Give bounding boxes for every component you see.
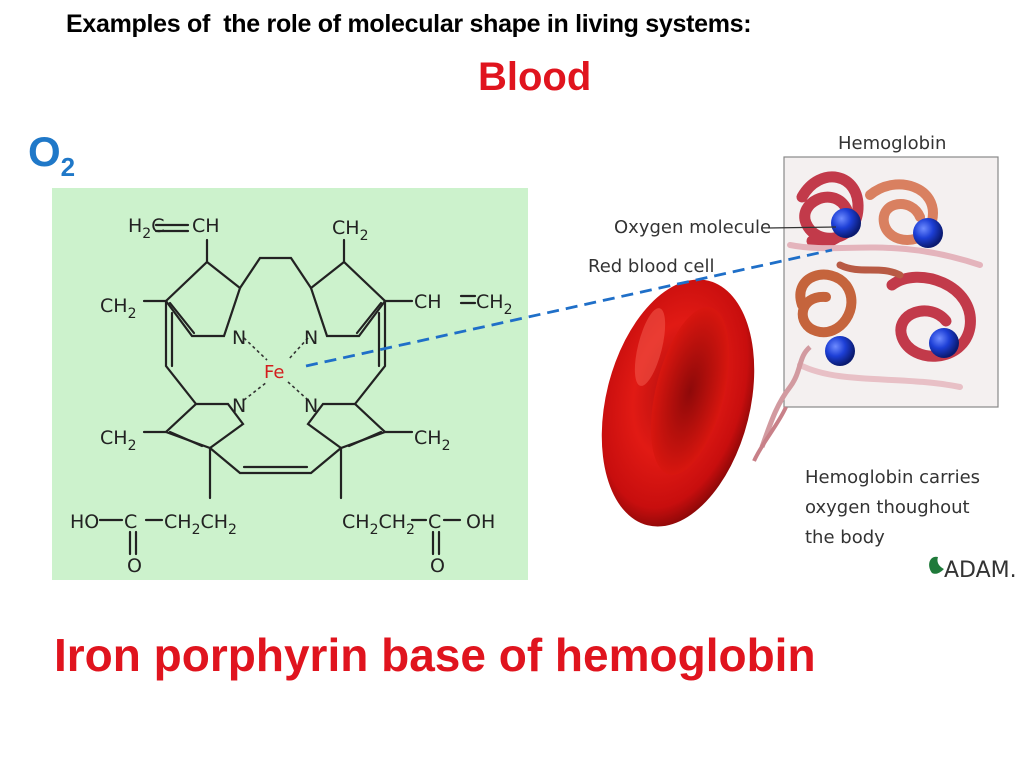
struct-label-fe: Fe [264,362,284,383]
hemoglobin-carries-line2: oxygen thoughout [805,497,970,518]
hemoglobin-illustration-svg: Hemoglobin Oxygen molecule Red blood cel… [540,125,1024,585]
hemoglobin-carries-line1: Hemoglobin carries [805,467,980,488]
struct-label-c-left: C [124,511,137,533]
o2-subscript: 2 [61,152,75,182]
adam-logo: ADAM. [929,557,1017,583]
struct-label-ch2-right-upper: CH2 [476,291,512,318]
slide-caption: Iron porphyrin base of hemoglobin [54,628,816,682]
struct-label-ch2-left-lower: CH2 [100,427,136,454]
oxygen-sphere-1 [831,208,861,238]
hemoglobin-title: Hemoglobin [838,133,946,154]
struct-label-ch2-left-upper: CH2 [100,295,136,322]
struct-label-ch-top-left: CH [192,215,220,237]
struct-label-n-lower-left: N [232,395,246,417]
struct-label-ch2ch2-left: CH2CH2 [164,511,237,538]
struct-label-n-lower-right: N [304,395,318,417]
struct-label-n-upper-left: N [232,327,246,349]
struct-label-o-left: O [127,555,142,577]
struct-label-c-right: C [428,511,441,533]
struct-label-ch2-top-right: CH2 [332,217,368,244]
o2-letter: O [28,128,61,175]
oxygen-sphere-3 [825,336,855,366]
struct-label-ho: HO [70,511,99,533]
struct-label-oh: OH [466,511,495,533]
slide-title: Examples of the role of molecular shape … [66,10,751,39]
struct-label-n-upper-right: N [304,327,318,349]
leaf-icon [929,557,944,574]
hemoglobin-illustration: Hemoglobin Oxygen molecule Red blood cel… [540,125,1024,585]
adam-logo-text: ADAM. [944,558,1017,583]
slide-subtitle: Blood [478,55,591,100]
oxygen-molecule-label: Oxygen molecule [614,217,771,238]
oxygen-sphere-4 [929,328,959,358]
struct-label-o-right: O [430,555,445,577]
oxygen-sphere-2 [913,218,943,248]
hemoglobin-carries-line3: the body [805,527,885,548]
struct-label-ch2ch2-right: CH2CH2 [342,511,415,538]
porphyrin-structure-panel: H2C CH CH2 CH2 CH CH2 CH2 CH2 N N N N Fe… [52,188,528,580]
struct-label-h2c: H2C [128,215,165,242]
oxygen-formula-label: O2 [28,128,75,183]
red-blood-cell-label: Red blood cell [588,256,715,277]
porphyrin-structure-diagram: H2C CH CH2 CH2 CH CH2 CH2 CH2 N N N N Fe… [52,188,528,580]
struct-label-ch2-right-lower: CH2 [414,427,450,454]
struct-label-vinyl-right: CH [414,291,442,313]
